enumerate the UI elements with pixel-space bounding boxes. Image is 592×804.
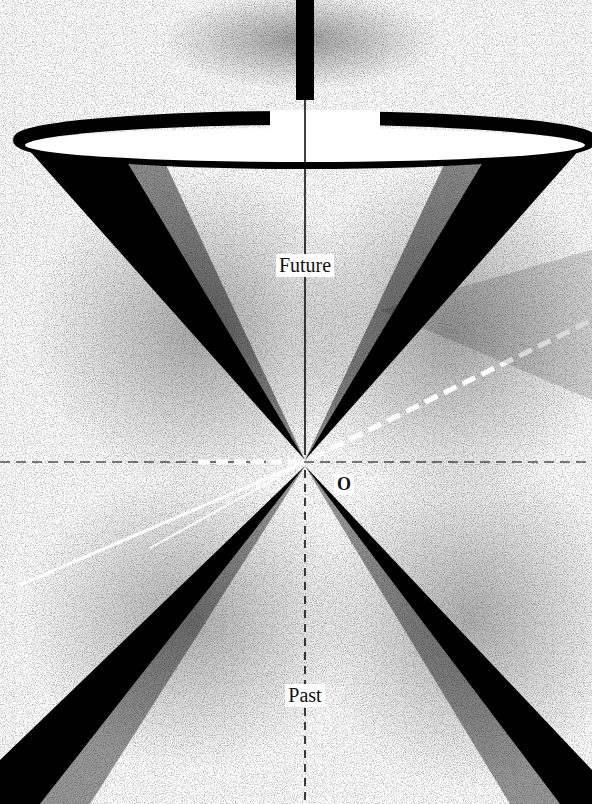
region-label: Past bbox=[285, 684, 324, 707]
region-label: Future bbox=[276, 254, 334, 277]
origin-label: O bbox=[334, 474, 354, 495]
